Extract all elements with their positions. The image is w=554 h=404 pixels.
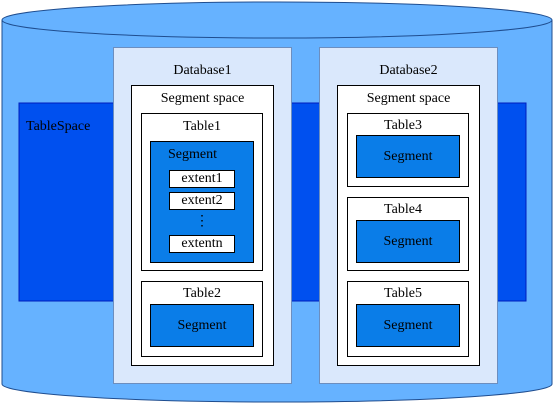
extent-2-label: extent2	[181, 193, 223, 208]
table-1-title: Table1	[183, 119, 221, 134]
table-3-segment	[356, 135, 460, 178]
extent-1-label: extent1	[181, 171, 223, 186]
extent-ellipsis: ⋮	[195, 214, 209, 229]
table-2-title: Table2	[183, 286, 221, 301]
table-2-segment	[150, 304, 254, 347]
extent-n-label: extentn	[181, 236, 223, 251]
tablespace-label: TableSpace	[26, 119, 91, 134]
extent-1	[169, 170, 235, 188]
table-2-segment-label: Segment	[177, 318, 227, 333]
database-1-title: Database1	[173, 63, 232, 78]
database-2-title: Database2	[379, 63, 438, 78]
table-4-segment	[356, 220, 460, 263]
table-1-segment-label: Segment	[168, 147, 217, 162]
table-3-title: Table3	[384, 118, 422, 133]
table-5-title: Table5	[384, 286, 422, 301]
table-3-segment-label: Segment	[383, 149, 433, 164]
table-4-segment-label: Segment	[383, 234, 433, 249]
table-5-segment	[356, 304, 460, 347]
extent-n	[169, 235, 235, 253]
extent-2	[169, 192, 235, 210]
table-4-title: Table4	[384, 202, 422, 217]
segment-space-2-label: Segment space	[366, 91, 451, 106]
table-5-segment-label: Segment	[383, 318, 433, 333]
cylinder-top	[1, 1, 553, 39]
segment-space-1-label: Segment space	[160, 91, 245, 106]
